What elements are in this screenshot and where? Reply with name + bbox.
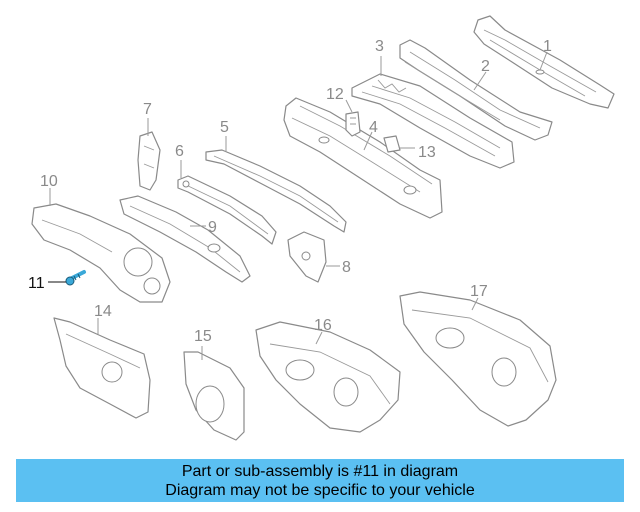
leader-12 — [345, 99, 353, 113]
callout-15: 15 — [194, 328, 212, 345]
callout-4: 4 — [369, 119, 378, 136]
info-banner: Part or sub-assembly is #11 in diagram D… — [16, 459, 624, 502]
part-11-bolt — [65, 270, 86, 286]
callout-6: 6 — [175, 143, 184, 160]
leader-1 — [539, 51, 548, 71]
part-3-cowl-grille — [351, 73, 515, 169]
part-13-clip — [383, 135, 401, 153]
part-15-insulator — [183, 351, 245, 441]
callout-9: 9 — [208, 219, 217, 236]
part-5-reinforcement — [205, 149, 347, 233]
part-8-gusset — [287, 231, 327, 283]
part-7-upright-bracket — [137, 131, 161, 191]
callout-12: 12 — [326, 86, 344, 103]
leader-16 — [315, 331, 323, 345]
part-17-dash-silencer — [399, 291, 557, 427]
callout-8: 8 — [342, 259, 351, 276]
callout-3: 3 — [375, 38, 384, 55]
exploded-parts-diagram: 1 2 3 4 — [28, 15, 615, 441]
part-16-dash-panel — [255, 321, 401, 433]
callout-11: 11 — [28, 275, 45, 292]
callout-14: 14 — [94, 303, 112, 320]
callout-10: 10 — [40, 173, 58, 190]
part-9-lower-bracket — [119, 195, 251, 283]
leader-17 — [471, 297, 479, 311]
part-12-bracket — [345, 111, 361, 137]
part-10-insulator — [31, 203, 171, 303]
part-4-cowl-inner — [283, 97, 443, 219]
callout-13: 13 — [418, 144, 436, 161]
banner-line-part: Part or sub-assembly is #11 in diagram — [181, 463, 459, 480]
leader-4 — [363, 131, 373, 151]
callout-16: 16 — [314, 317, 332, 334]
callout-1: 1 — [543, 38, 552, 55]
callout-17: 17 — [470, 283, 488, 300]
callout-7: 7 — [143, 101, 152, 118]
part-1-cowl-panel — [473, 15, 615, 109]
callout-2: 2 — [481, 58, 490, 75]
callout-5: 5 — [220, 119, 229, 136]
part-14-dash-insulator — [53, 317, 151, 419]
part-6-bar — [177, 175, 277, 245]
leader-2 — [473, 71, 487, 91]
part-2-cowl-top — [399, 39, 553, 141]
banner-line-disclaimer: Diagram may not be specific to your vehi… — [165, 482, 475, 499]
